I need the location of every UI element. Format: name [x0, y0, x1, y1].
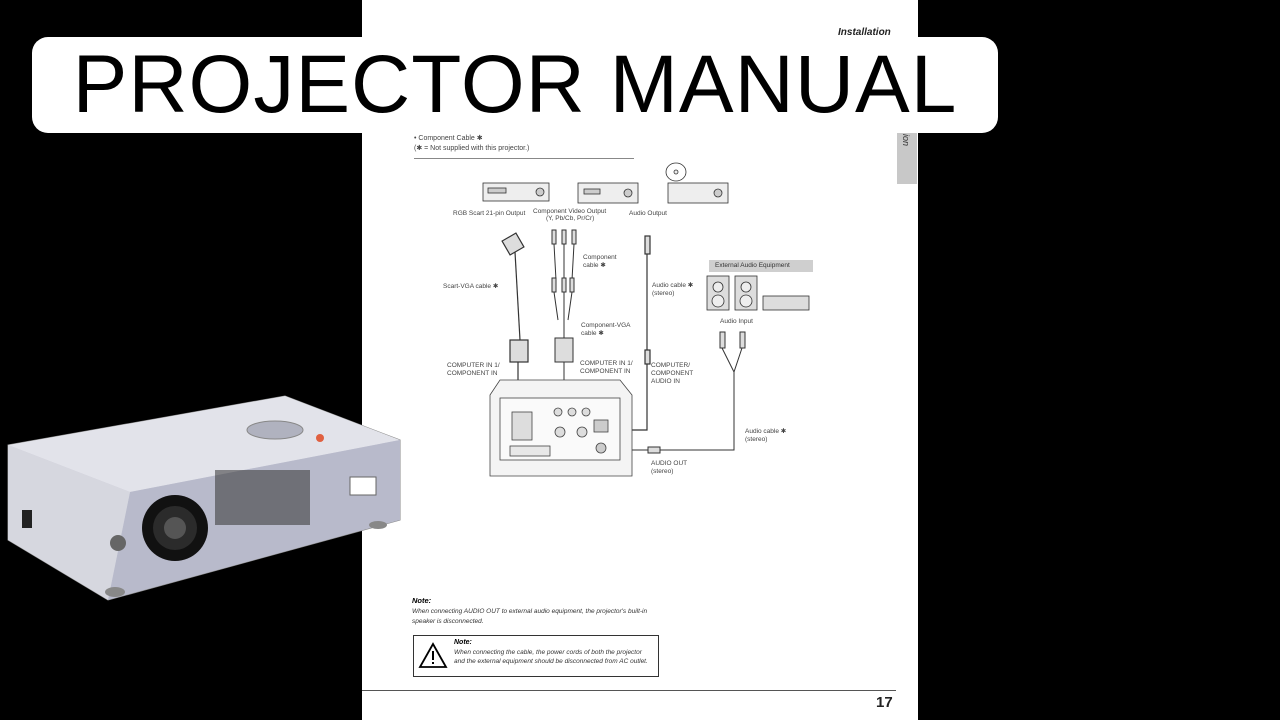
- rgb-source-device-icon: [483, 183, 549, 201]
- computer-in-mid-label: COMPUTER IN 1/ COMPONENT IN: [580, 360, 640, 376]
- computer-audio-in-label: COMPUTER/ COMPONENT AUDIO IN: [651, 362, 706, 386]
- audio-input-label: Audio Input: [720, 318, 753, 326]
- component-source-device-icon: [578, 183, 638, 203]
- component-cable-label: Component cable ✱: [583, 254, 625, 270]
- external-audio-label: External Audio Equipment: [709, 260, 813, 272]
- audio-out-label: AUDIO OUT (stereo): [651, 460, 691, 476]
- title-banner: PROJECTOR MANUAL: [32, 37, 998, 133]
- speaker-icon: [707, 276, 809, 310]
- page-number: 17: [876, 694, 893, 711]
- note-audio-out: Note: When connecting AUDIO OUT to exter…: [412, 596, 672, 627]
- rca-audio-cable-icon: [622, 332, 745, 454]
- warning-icon: [418, 641, 448, 671]
- footer-rule: [362, 690, 896, 691]
- audio-cable-stereo-label: Audio cable ✱ (stereo): [652, 282, 702, 298]
- audio-source-device-icon: [666, 163, 728, 203]
- note-power-warning: Note: When connecting the cable, the pow…: [413, 635, 659, 677]
- projector-rear-panel-icon: [490, 380, 632, 476]
- component-vga-label: Component-VGA cable ✱: [581, 322, 639, 338]
- scart-vga-label: Scart-VGA cable ✱: [443, 283, 498, 291]
- banner-title: PROJECTOR MANUAL: [73, 44, 958, 126]
- audio-output-label: Audio Output: [629, 210, 667, 218]
- audio-cable-rl-label: Audio cable ✱ (stereo): [745, 428, 795, 444]
- rgb-output-label: RGB Scart 21-pin Output: [453, 210, 525, 218]
- computer-in-left-label: COMPUTER IN 1/ COMPONENT IN: [447, 362, 507, 378]
- component-output-sub-label: (Y, Pb/Cb, Pr/Cr): [546, 215, 594, 223]
- projector-image: [8, 396, 400, 600]
